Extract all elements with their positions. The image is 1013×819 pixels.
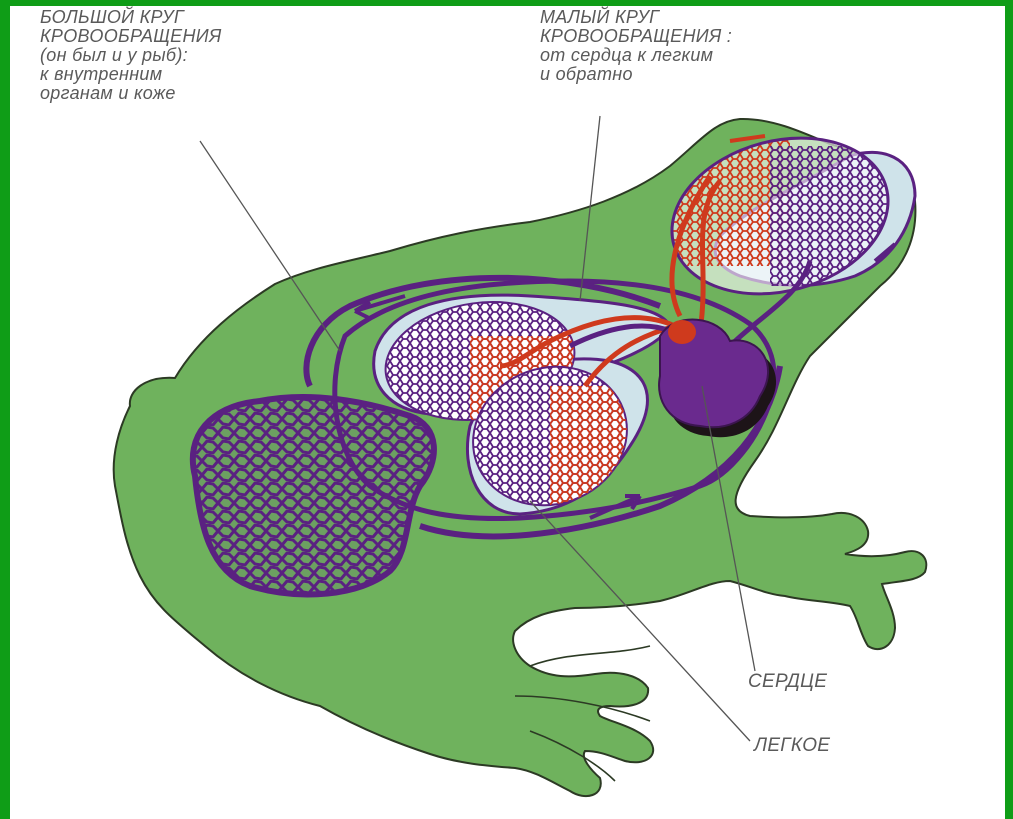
pulmonary-note-line2: и обратно (540, 65, 732, 84)
systemic-title-line2: КРОВООБРАЩЕНИЯ (40, 27, 222, 46)
pulmonary-note-line1: от сердца к легким (540, 46, 732, 65)
systemic-circulation-label: БОЛЬШОЙ КРУГ КРОВООБРАЩЕНИЯ (он был и у … (40, 8, 222, 103)
systemic-note-line2: к внутренним (40, 65, 222, 84)
frog-circulation-diagram (10, 6, 1005, 819)
lung-label: ЛЕГКОЕ (754, 736, 830, 755)
systemic-note-line1: (он был и у рыб): (40, 46, 222, 65)
diagram-frame: БОЛЬШОЙ КРУГ КРОВООБРАЩЕНИЯ (он был и у … (10, 6, 1005, 819)
systemic-note-line3: органам и коже (40, 84, 222, 103)
pulmonary-title-line2: КРОВООБРАЩЕНИЯ : (540, 27, 732, 46)
heart-label: СЕРДЦЕ (748, 672, 827, 691)
systemic-title-line1: БОЛЬШОЙ КРУГ (40, 8, 222, 27)
pulmonary-title-line1: МАЛЫЙ КРУГ (540, 8, 732, 27)
pulmonary-circulation-label: МАЛЫЙ КРУГ КРОВООБРАЩЕНИЯ : от сердца к … (540, 8, 732, 84)
